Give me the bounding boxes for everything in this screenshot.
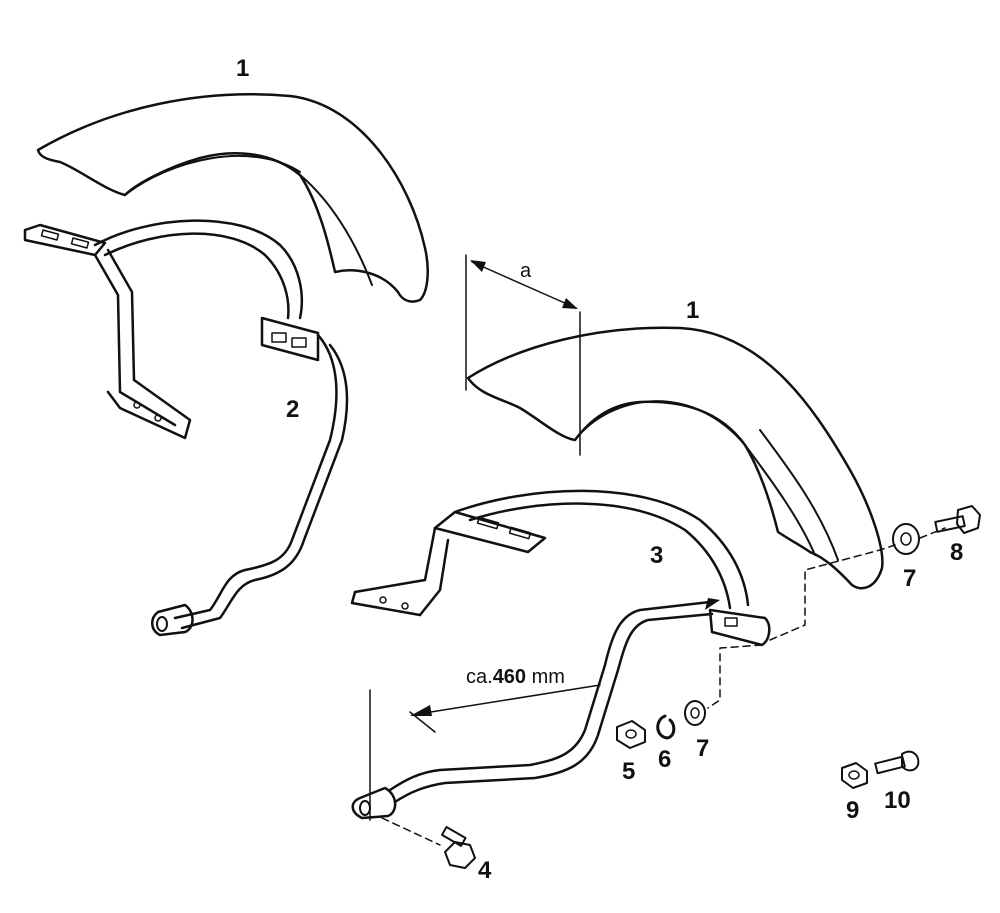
label-lockwasher-6: 6 bbox=[658, 746, 671, 773]
bracket-right bbox=[350, 489, 771, 820]
length-prefix: ca. bbox=[466, 666, 493, 688]
label-bolt-10: 10 bbox=[884, 787, 911, 814]
dimension-length-label: ca.460 mm bbox=[466, 666, 565, 688]
dimension-a bbox=[465, 254, 581, 456]
label-bolt-8: 8 bbox=[950, 539, 963, 566]
length-unit: mm bbox=[526, 666, 565, 688]
label-fender-right: 1 bbox=[686, 297, 699, 324]
nut-9 bbox=[841, 762, 868, 789]
label-washer-7a: 7 bbox=[903, 565, 916, 592]
bolt-8 bbox=[934, 505, 981, 534]
label-bolt-4: 4 bbox=[478, 857, 492, 884]
length-value: 460 bbox=[493, 666, 526, 688]
label-washer-7b: 7 bbox=[696, 735, 709, 762]
bracket-left bbox=[23, 219, 349, 637]
nut-5 bbox=[616, 720, 646, 749]
dimension-length bbox=[369, 684, 601, 821]
label-bracket-left: 2 bbox=[286, 396, 299, 423]
washer-7a bbox=[892, 523, 920, 555]
label-bracket-right: 3 bbox=[650, 542, 663, 569]
fender-right bbox=[466, 326, 884, 590]
fender-left bbox=[36, 93, 429, 303]
lockwasher-6 bbox=[656, 714, 676, 740]
label-nut-9: 9 bbox=[846, 797, 859, 824]
label-fender-left: 1 bbox=[236, 55, 249, 82]
dimension-a-label: a bbox=[520, 260, 532, 282]
bolt-4 bbox=[440, 826, 476, 869]
bolt-10 bbox=[874, 750, 920, 775]
washer-7b bbox=[684, 700, 706, 726]
assembly-lines bbox=[381, 527, 946, 846]
label-nut-5: 5 bbox=[622, 758, 635, 785]
